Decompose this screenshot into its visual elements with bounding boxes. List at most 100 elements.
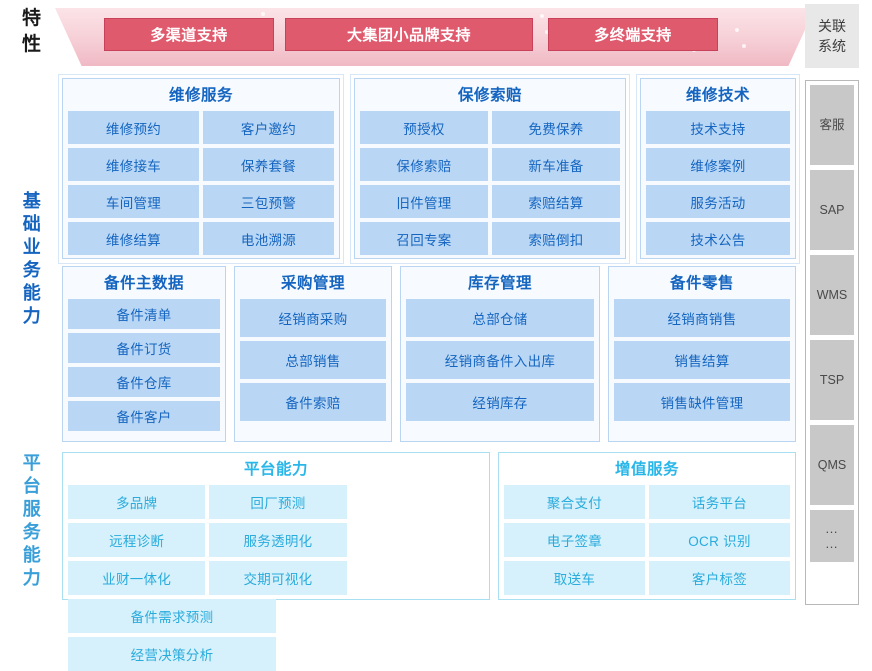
capability-tile[interactable]: 经销库存 [406, 383, 594, 421]
capability-tile[interactable]: 备件清单 [68, 299, 220, 329]
capability-tile[interactable]: 备件客户 [68, 401, 220, 431]
capability-group-title: 备件零售 [669, 275, 734, 292]
capability-tile[interactable]: 保养套餐 [203, 148, 334, 181]
capability-group-title: 增值服务 [614, 461, 679, 478]
capability-tile[interactable]: OCR 识别 [649, 523, 790, 557]
capability-tile[interactable]: 客户标签 [649, 561, 790, 595]
capability-tile[interactable]: 召回专案 [360, 222, 488, 255]
rail-char: 服 [22, 499, 42, 519]
capability-tile[interactable]: 旧件管理 [360, 185, 488, 218]
capability-tile[interactable]: 业财一体化 [68, 561, 206, 595]
rail-char: 业 [22, 237, 42, 257]
ellipsis-icon: …… [825, 521, 839, 551]
capability-tile[interactable]: 总部仓储 [406, 299, 594, 337]
feature-pill-multichannel[interactable]: 多渠道支持 [104, 18, 274, 51]
capability-tile[interactable]: 多品牌 [68, 485, 206, 519]
capability-group: 库存管理总部仓储经销商备件入出库经销库存 [400, 266, 600, 442]
group-frame-repair-tech [636, 74, 800, 264]
capability-tile-list: 总部仓储经销商备件入出库经销库存 [406, 299, 594, 421]
capability-tile-list: 维修预约客户邀约维修接车保养套餐车间管理三包预警维修结算电池溯源 [68, 111, 334, 255]
rail-char: 能 [22, 283, 42, 303]
capability-tile[interactable]: 预授权 [360, 111, 488, 144]
rail-char: 务 [22, 522, 42, 542]
capability-tile[interactable]: 技术支持 [646, 111, 790, 144]
capability-tile[interactable]: 维修结算 [68, 222, 199, 255]
related-systems-list: 客服 SAP WMS TSP QMS …… [805, 80, 859, 605]
feature-label-char-1: 性 [21, 34, 42, 55]
decorative-dot [735, 28, 739, 32]
capability-group-title: 平台能力 [243, 461, 308, 478]
capability-tile[interactable]: 电池溯源 [203, 222, 334, 255]
rail-char: 台 [22, 476, 42, 496]
capability-tile[interactable]: 电子签章 [504, 523, 645, 557]
capability-tile[interactable]: 总部销售 [240, 341, 386, 379]
capability-tile-list: 技术支持维修案例服务活动技术公告 [646, 111, 790, 255]
capability-tile[interactable]: 话务平台 [649, 485, 790, 519]
capability-group-title: 维修服务 [168, 87, 233, 104]
capability-tile[interactable]: 备件需求预测 [68, 599, 276, 633]
capability-tile[interactable]: 索赔结算 [492, 185, 620, 218]
decorative-dot [261, 12, 265, 16]
capability-tile[interactable]: 免费保养 [492, 111, 620, 144]
capability-tile[interactable]: 备件订货 [68, 333, 220, 363]
related-system-item[interactable]: WMS [810, 255, 854, 335]
capability-tile[interactable]: 保修索赔 [360, 148, 488, 181]
rail-char: 平 [22, 453, 42, 473]
capability-group-title: 库存管理 [467, 275, 532, 292]
capability-tile[interactable]: 经营决策分析 [68, 637, 276, 671]
capability-tile[interactable]: 备件索赔 [240, 383, 386, 421]
rail-char: 力 [22, 306, 42, 326]
capability-tile[interactable]: 维修接车 [68, 148, 199, 181]
capability-tile[interactable]: 三包预警 [203, 185, 334, 218]
capability-tile[interactable]: 取送车 [504, 561, 645, 595]
capability-tile[interactable]: 交期可视化 [209, 561, 347, 595]
feature-pill-group-brand[interactable]: 大集团小品牌支持 [285, 18, 533, 51]
basic-business-section: 维修服务维修预约客户邀约维修接车保养套餐车间管理三包预警维修结算电池溯源保修索赔… [58, 74, 800, 442]
capability-tile[interactable]: 销售结算 [614, 341, 790, 379]
capability-group: 平台能力多品牌回厂预测远程诊断服务透明化业财一体化交期可视化备件需求预测经营决策… [62, 452, 490, 671]
group-frame-warranty-claims [350, 74, 630, 264]
related-system-item[interactable]: TSP [810, 340, 854, 420]
rail-char: 能 [22, 545, 42, 565]
related-system-item[interactable]: …… [810, 510, 854, 562]
capability-tile[interactable]: 新车准备 [492, 148, 620, 181]
capability-tile[interactable]: 备件仓库 [68, 367, 220, 397]
capability-tile[interactable]: 维修案例 [646, 148, 790, 181]
capability-tile[interactable]: 客户邀约 [203, 111, 334, 144]
capability-tile[interactable]: 聚合支付 [504, 485, 645, 519]
capability-group-title: 采购管理 [280, 275, 345, 292]
decorative-dot [545, 30, 549, 34]
capability-tile[interactable]: 经销商销售 [614, 299, 790, 337]
capability-tile[interactable]: 远程诊断 [68, 523, 206, 557]
related-system-item[interactable]: SAP [810, 170, 854, 250]
rail-char: 基 [22, 191, 42, 211]
capability-tile-list: 备件清单备件订货备件仓库备件客户 [68, 299, 220, 431]
rail-label-basic-business: 基 础 业 务 能 力 [12, 190, 52, 328]
rail-char: 础 [22, 214, 42, 234]
decorative-dot [540, 14, 544, 18]
capability-tile[interactable]: 销售缺件管理 [614, 383, 790, 421]
capability-tile[interactable]: 回厂预测 [209, 485, 347, 519]
capability-tile-list: 经销商采购总部销售备件索赔 [240, 299, 386, 421]
group-frame-repair-services [58, 74, 344, 264]
capability-group: 备件主数据备件清单备件订货备件仓库备件客户 [62, 266, 226, 442]
capability-tile[interactable]: 索赔倒扣 [492, 222, 620, 255]
capability-group: 维修技术技术支持维修案例服务活动技术公告 [640, 78, 796, 259]
feature-pill-multiterminal[interactable]: 多终端支持 [548, 18, 718, 51]
capability-tile[interactable]: 服务透明化 [209, 523, 347, 557]
capability-group-title: 备件主数据 [103, 275, 184, 292]
rail-char: 务 [22, 260, 42, 280]
capability-tile[interactable]: 技术公告 [646, 222, 790, 255]
related-systems-title-line: 系统 [818, 38, 846, 54]
capability-tile[interactable]: 车间管理 [68, 185, 199, 218]
capability-group: 备件零售经销商销售销售结算销售缺件管理 [608, 266, 796, 442]
capability-tile[interactable]: 经销商备件入出库 [406, 341, 594, 379]
capability-tile[interactable]: 经销商采购 [240, 299, 386, 337]
capability-tile[interactable]: 服务活动 [646, 185, 790, 218]
related-system-item[interactable]: QMS [810, 425, 854, 505]
capability-tile[interactable]: 维修预约 [68, 111, 199, 144]
header-band: 特 性 多渠道支持 大集团小品牌支持 多终端支持 [0, 0, 872, 72]
related-system-item[interactable]: 客服 [810, 85, 854, 165]
